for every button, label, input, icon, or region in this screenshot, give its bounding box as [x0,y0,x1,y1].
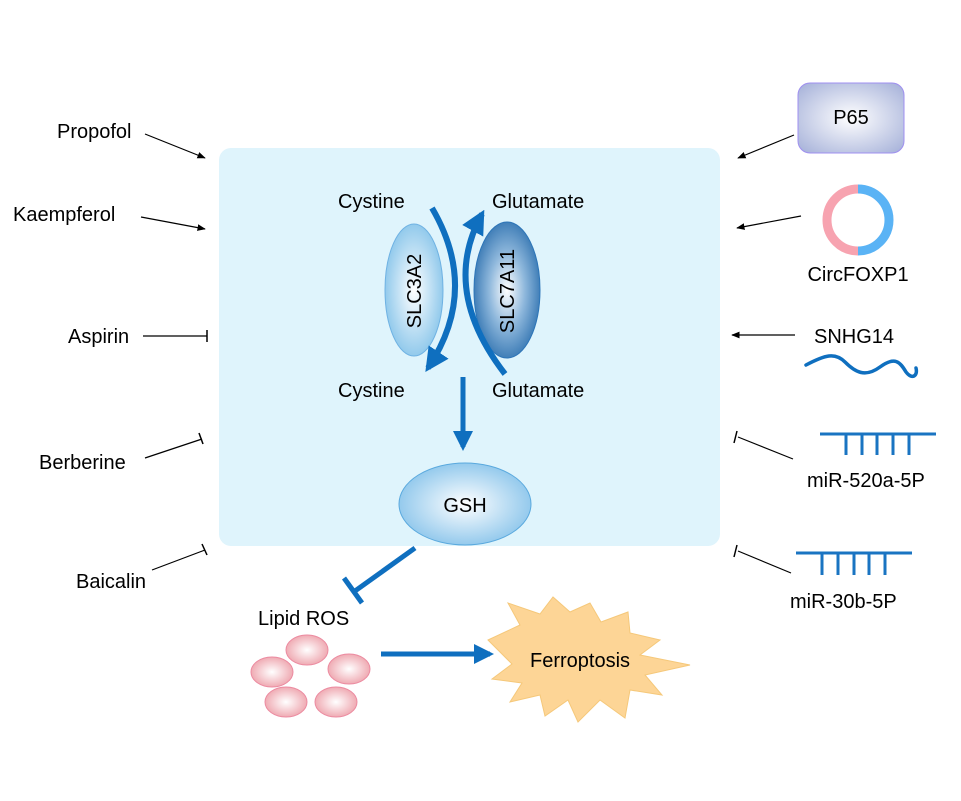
lipid-ros-label: Lipid ROS [258,608,349,630]
cystine-outside-label: Cystine [338,191,405,213]
baicalin-inhibit-bar [201,543,208,556]
cystine-import-arrow [425,206,458,372]
gsh-label: GSH [443,495,486,517]
circfoxp1-circular-rna [822,184,894,256]
ros-droplet [250,656,294,688]
ros-droplet [264,686,308,718]
slc3a2-label: SLC3A2 [404,254,426,329]
regulator-propofol-label: Propofol [57,121,132,143]
berberine-inhibit-line [144,438,203,459]
slc7a11-label: SLC7A11 [497,249,519,333]
p65-promote-arrow [737,134,795,159]
baicalin-inhibit-line [151,549,206,571]
slc7a11-protein [473,221,541,359]
cell-panel [219,148,720,546]
glutamate-inside-label: Glutamate [492,380,584,402]
regulator-snhg14-label: SNHG14 [814,326,894,348]
gsh-inhibits-ros-line [353,545,417,594]
regulator-berberine-label: Berberine [39,452,126,474]
mir30b-inhibit-line [737,550,792,574]
gsh-inhibits-ros-bar [341,576,365,605]
kaempferol-promote-arrow [140,216,206,231]
regulator-aspirin-label: Aspirin [68,326,129,348]
mir30b-inhibit-bar [733,544,738,558]
cystine-inside-label: Cystine [338,380,405,402]
regulator-circfoxp1-label: CircFOXP1 [807,264,908,286]
regulator-mir520a-label: miR-520a-5P [807,470,925,492]
snhg14-lncrna-wave [804,354,919,379]
ros-droplet [285,634,329,666]
berberine-inhibit-bar [198,432,204,445]
regulator-p65-label: P65 [833,107,869,129]
mir520a-comb [820,432,936,455]
glutamate-outside-label: Glutamate [492,191,584,213]
lipid-ros-cluster [250,634,371,718]
ros-droplet [314,686,358,718]
gsh-node [398,462,532,546]
slc3a2-protein [384,223,444,357]
ferroptosis-burst [487,596,691,723]
regulator-baicalin-label: Baicalin [76,571,146,593]
circ-blue-half [857,184,894,256]
circ-pink-half [822,184,859,256]
ros-droplet [327,653,371,685]
regulator-mir30b-label: miR-30b-5P [790,591,897,613]
mir520a-inhibit-line [737,436,794,460]
circfoxp1-promote-arrow [736,215,802,230]
regulator-kaempferol-label: Kaempferol [13,204,115,226]
propofol-promote-arrow [144,133,206,159]
p65-protein-box [797,82,905,154]
mir520a-inhibit-bar [733,430,738,444]
glutamate-export-arrow [462,209,508,376]
mir30b-comb [796,551,912,575]
ferroptosis-label: Ferroptosis [530,650,630,672]
